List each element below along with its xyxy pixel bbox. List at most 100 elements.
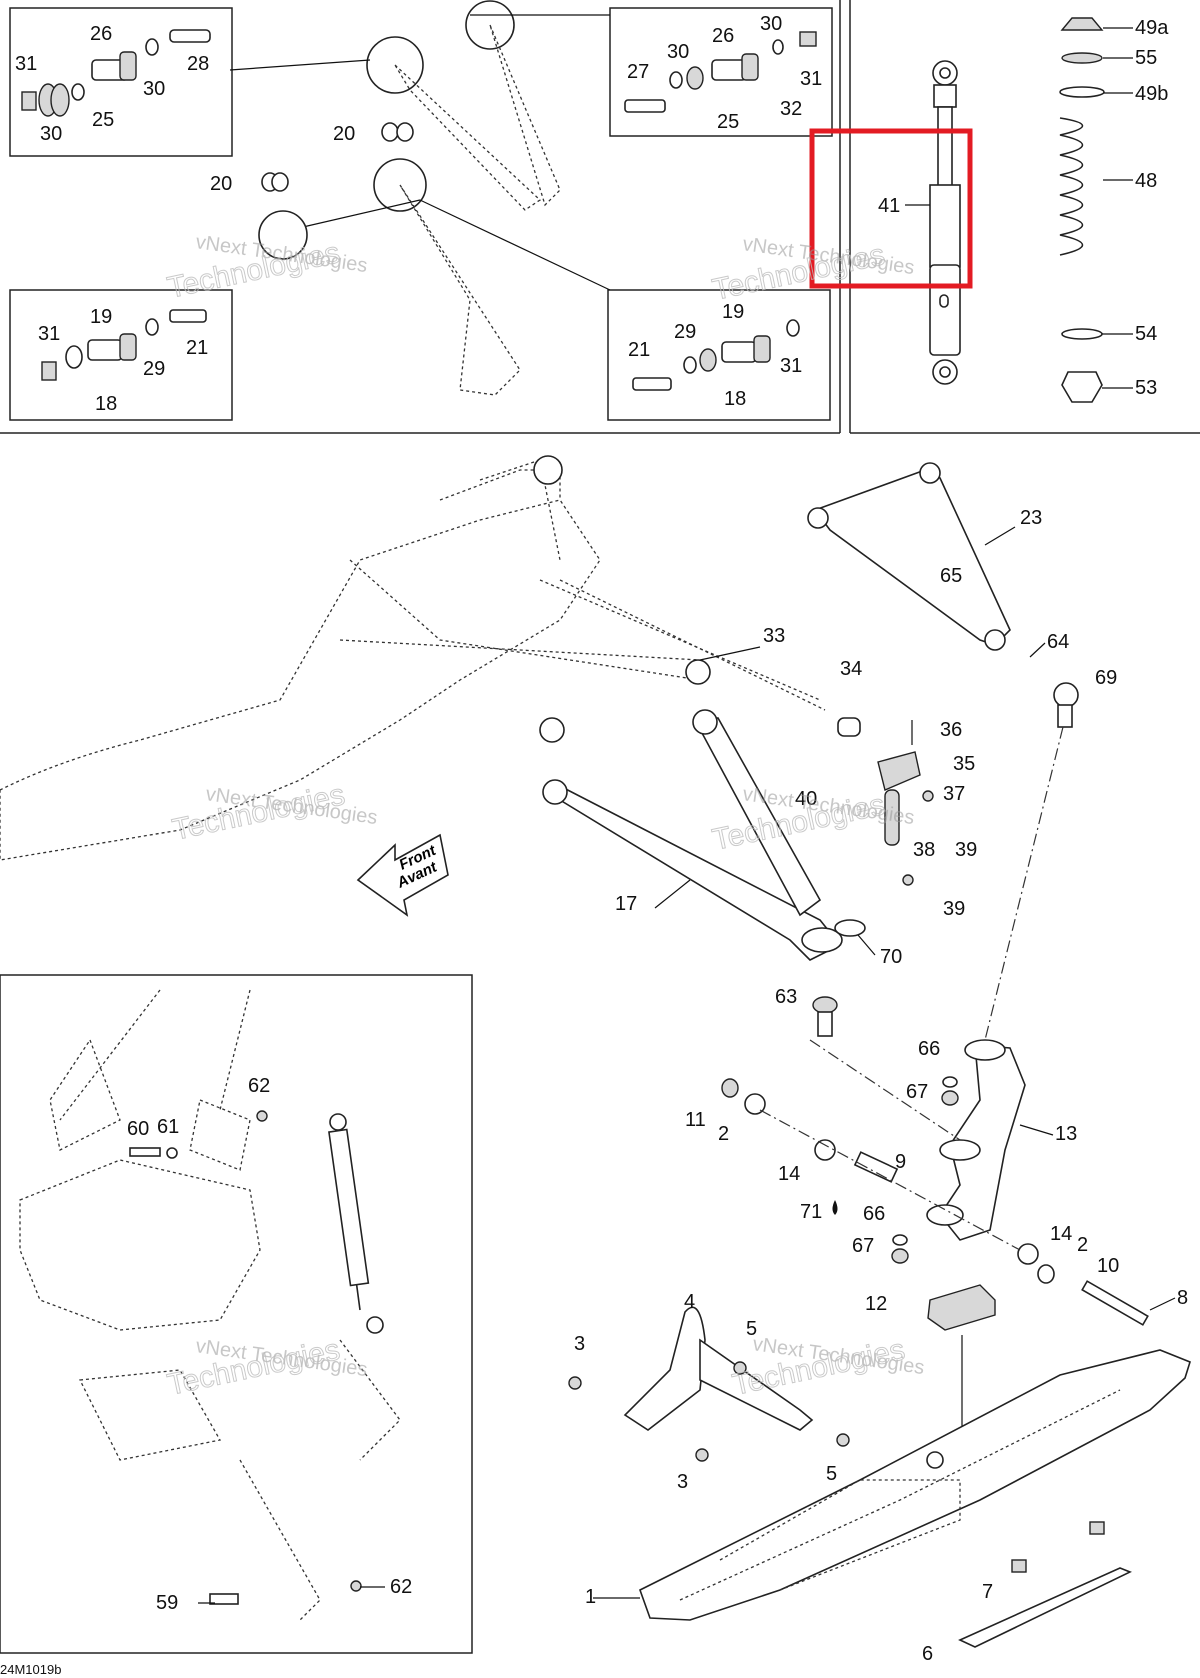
callout-29: 29 [674,321,696,343]
callout-66: 66 [863,1203,885,1225]
inset-box-upper-left [9,7,233,157]
callout-2: 2 [718,1123,729,1145]
callout-69: 69 [1095,667,1117,689]
callout-17: 17 [615,893,637,915]
callout-39: 39 [955,839,977,861]
callout-26: 26 [90,23,112,45]
bushing-stack-upper-right [624,31,817,113]
callout-28: 28 [187,53,209,75]
callout-49b: 49b [1135,83,1168,105]
inset-box-upper-right [609,7,833,137]
spindle-13 [809,1039,1026,1241]
callout-62: 62 [390,1576,412,1598]
callout-38: 38 [913,839,935,861]
callout-7: 7 [982,1581,993,1603]
inset-box-bottom-left [0,974,473,1654]
callout-9: 9 [895,1151,906,1173]
callout-5: 5 [826,1463,837,1485]
callout-63: 63 [775,986,797,1008]
chassis-rear-inset [19,989,401,1621]
callout-30: 30 [143,78,165,100]
callout-49a: 49a [1135,17,1169,39]
callout-36: 36 [940,719,962,741]
ski-handle-4 [568,1306,850,1462]
callout-54: 54 [1135,323,1157,345]
watermark-text: Technologies [170,778,348,847]
inset-box-lower-right [607,289,831,421]
callout-71: 71 [800,1201,822,1223]
lubricant-drop-icon [832,1200,838,1215]
callout-59: 59 [156,1592,178,1614]
sway-bar-33 [559,579,826,711]
callout-3: 3 [677,1471,688,1493]
callout-21: 21 [628,339,650,361]
callout-35: 35 [953,753,975,775]
upper-a-arm-23 [807,462,1011,651]
front-direction-arrow [356,833,449,917]
sway-bar-link-parts [837,717,934,886]
callout-31: 31 [800,68,822,90]
callout-60: 60 [127,1118,149,1140]
callout-39: 39 [943,898,965,920]
callout-25: 25 [717,111,739,133]
callout-20: 20 [333,123,355,145]
callout-29: 29 [143,358,165,380]
callout-67: 67 [852,1235,874,1257]
callout-30: 30 [40,123,62,145]
callout-65: 65 [940,565,962,587]
callout-14: 14 [1050,1223,1072,1245]
callout-40: 40 [795,788,817,810]
callout-34: 34 [840,658,862,680]
ski-shim-12 [927,1284,996,1440]
callout-48: 48 [1135,170,1157,192]
callout-27: 27 [627,61,649,83]
inset-box-lower-left [9,289,233,421]
callout-25: 25 [92,109,114,131]
callout-2: 2 [1077,1234,1088,1256]
callout-20: 20 [210,173,232,195]
callout-66: 66 [918,1038,940,1060]
callout-32: 32 [780,98,802,120]
upper-a-arm-exploded [229,0,611,396]
highlight-box [809,128,973,289]
callout-61: 61 [157,1116,179,1138]
nut-stack [891,1076,959,1264]
callout-3: 3 [574,1333,585,1355]
callout-18: 18 [95,393,117,415]
callout-30: 30 [667,41,689,63]
callout-55: 55 [1135,47,1157,69]
callout-4: 4 [684,1291,695,1313]
callout-67: 67 [906,1081,928,1103]
washer-20-lower [258,172,308,260]
ski-runner-6 [958,1567,1132,1648]
callout-62: 62 [248,1075,270,1097]
figure-code: 24M1019b [0,1662,61,1677]
lower-a-arm-17 [542,709,843,961]
callout-5: 5 [746,1318,757,1340]
bushing-stack-upper-left [21,29,211,117]
callout-19: 19 [722,301,744,323]
callout-8: 8 [1177,1287,1188,1309]
leader-lines [198,27,1176,1604]
callout-30: 30 [760,13,782,35]
tie-rod-end-69 [984,682,1079,1041]
callout-14: 14 [778,1163,800,1185]
callout-18: 18 [724,388,746,410]
bushing-stack-lower-right [632,319,800,391]
callout-23: 23 [1020,507,1042,529]
ball-joint-63 [812,919,866,1037]
callout-31: 31 [38,323,60,345]
ski-1 [639,1349,1191,1621]
callout-33: 33 [763,625,785,647]
shock-spring-parts [1059,17,1105,403]
chassis-front-frame [0,455,821,861]
callout-70: 70 [880,946,902,968]
watermarks: vNext Technologies Technologies vNext Te… [164,231,926,1402]
callout-37: 37 [943,783,965,805]
callout-21: 21 [186,337,208,359]
callout-53: 53 [1135,377,1157,399]
callout-31: 31 [780,355,802,377]
shock-absorber-41 [929,60,961,385]
callout-31: 31 [15,53,37,75]
